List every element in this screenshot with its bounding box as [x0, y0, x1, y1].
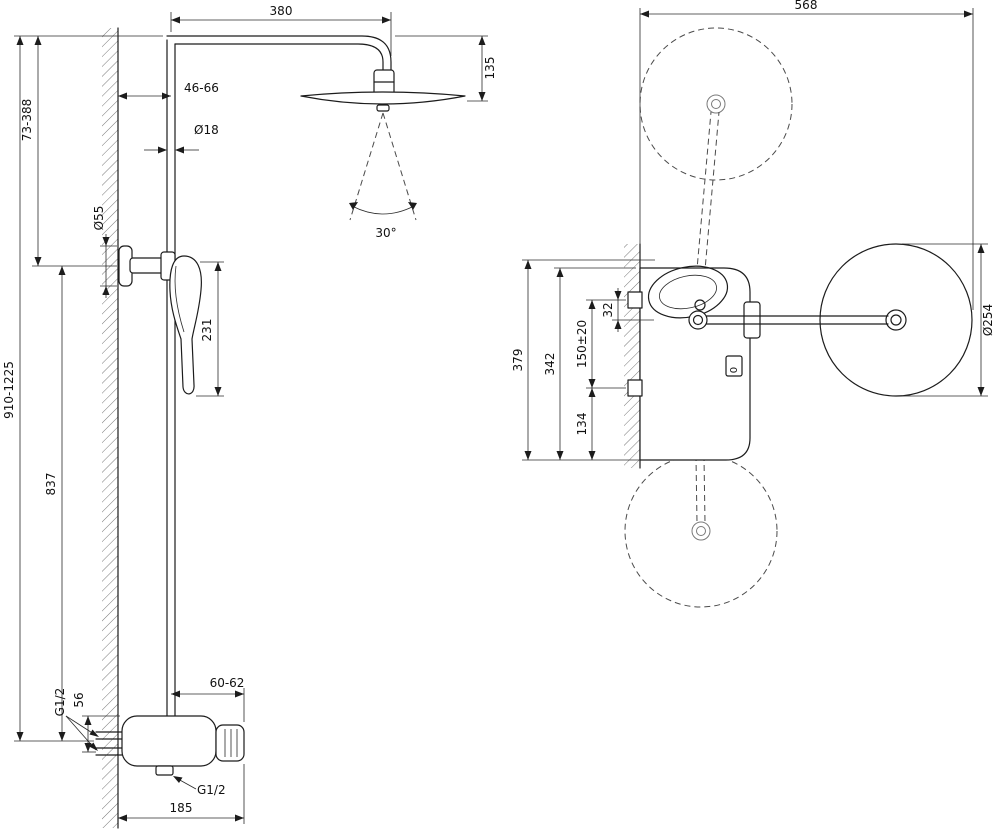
dim-head-drop: 135	[395, 35, 497, 102]
dim-valve-depth: 60-62	[171, 676, 244, 722]
spray-angle-label: 30°	[375, 226, 396, 240]
hand-shower	[169, 255, 202, 395]
head-disc	[300, 91, 466, 105]
dim-pipe-diameter-label: Ø18	[194, 123, 219, 137]
overhead-shower-plan	[688, 243, 973, 397]
head-disc-plan	[819, 243, 973, 397]
angle-arc	[351, 205, 415, 215]
hand-shower-face	[174, 265, 185, 333]
dim-overall-depth: 379	[511, 259, 655, 461]
spray-cone: 30°	[349, 112, 417, 240]
dim-overall-height: 910-1225	[2, 36, 94, 742]
valve-handle	[215, 724, 245, 762]
bracket-arm	[129, 257, 165, 274]
arm-root	[743, 301, 761, 339]
dim-body-depth: 342	[543, 267, 636, 460]
dim-supply-offset: 56	[72, 692, 120, 753]
dim-riser-length-label: 837	[44, 473, 58, 496]
dim-handshower-length: 231	[196, 261, 224, 397]
dim-wall-clearance-label: 46-66	[184, 81, 219, 95]
supply-thread-label: G1/2	[53, 688, 67, 717]
wall-section	[102, 27, 119, 829]
mixer-valve	[95, 715, 245, 776]
supply-stub-bottom	[627, 379, 643, 397]
supply-stub-top	[627, 291, 643, 309]
arc-arrow-right	[408, 202, 417, 210]
arc-arrow-left	[349, 202, 358, 210]
head-position-dashed-bottom	[624, 454, 778, 608]
top-view: 0 568 379	[511, 0, 995, 608]
dim-upper-range: 73-388	[14, 35, 163, 267]
callout-outlet-thread: G1/2	[173, 776, 226, 797]
dim-holder-offset: 32	[601, 288, 654, 332]
dim-supply-offset-label: 56	[72, 692, 86, 707]
overhead-shower	[300, 91, 466, 112]
wall-bracket	[118, 245, 176, 287]
dim-overall-reach: 568	[639, 0, 974, 310]
dim-pipe-diameter: Ø18	[144, 123, 219, 154]
wall-hatch	[102, 28, 118, 828]
wall-section-plan	[624, 243, 641, 469]
dim-valve-width: 185	[118, 764, 245, 824]
valve-body	[121, 715, 217, 767]
front-view: 30° 3	[2, 4, 497, 829]
dim-head-drop-label: 135	[483, 57, 497, 80]
dim-lower-depth: 134	[575, 388, 596, 460]
spray-nub	[376, 104, 390, 112]
dim-center-adjust: 150±20	[575, 299, 626, 389]
dim-arm-reach-label: 380	[270, 4, 293, 18]
outlet-thread-label: G1/2	[197, 783, 226, 797]
dim-head-diameter: Ø254	[902, 243, 995, 397]
dim-handshower-length-label: 231	[200, 319, 214, 342]
dim-overall-depth-label: 379	[511, 349, 525, 372]
bottom-outlet	[155, 765, 174, 776]
dim-overall-height-label: 910-1225	[2, 361, 16, 419]
dim-valve-width-label: 185	[170, 801, 193, 815]
shower-arm	[166, 35, 395, 97]
dim-center-adjust-label: 150±20	[575, 320, 589, 368]
head-position-dashed-top	[639, 27, 793, 181]
temp-control	[725, 355, 743, 377]
dim-overall-reach-label: 568	[795, 0, 818, 12]
zero-mark-label: 0	[729, 367, 740, 373]
dim-body-depth-label: 342	[543, 353, 557, 376]
riser-pipe	[166, 39, 176, 719]
dim-riser-length: 837	[44, 266, 66, 741]
dim-head-diameter-label: Ø254	[981, 304, 995, 336]
dim-lower-depth-label: 134	[575, 413, 589, 436]
dim-valve-depth-label: 60-62	[210, 676, 245, 690]
dim-arm-reach: 380	[170, 4, 392, 56]
dim-wall-clearance: 46-66	[118, 81, 219, 100]
dim-upper-range-label: 73-388	[20, 99, 34, 142]
wall-hatch-plan	[624, 244, 640, 468]
dim-rosette-diameter-label: Ø55	[92, 206, 106, 231]
dim-holder-offset-label: 32	[601, 302, 615, 317]
mixer-body-plan: 0	[627, 265, 761, 461]
callout-supply-thread: G1/2	[53, 688, 99, 751]
arm-pivot	[688, 310, 708, 330]
